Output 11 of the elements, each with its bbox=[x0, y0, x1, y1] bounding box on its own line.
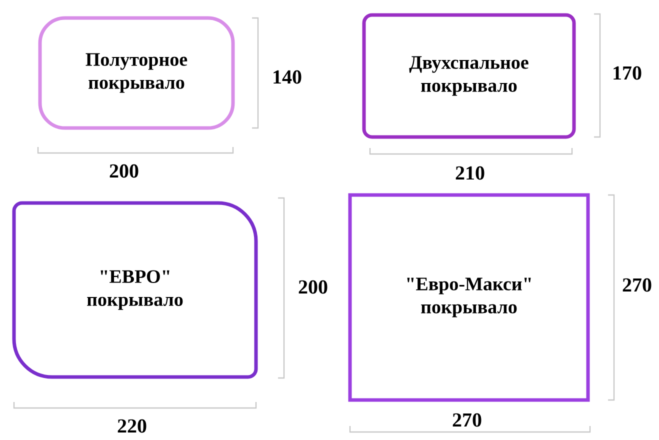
dimension-label: 200 bbox=[110, 164, 138, 178]
dimension-label: 270 bbox=[622, 278, 652, 292]
rounded-box: "Евро-Макси" покрывало bbox=[348, 193, 590, 402]
dimension-label: 140 bbox=[274, 70, 302, 84]
dimension-label: 200 bbox=[298, 280, 328, 294]
rounded-box: "ЕВРО" покрывало bbox=[12, 201, 258, 379]
rounded-box: Двухспальное покрывало bbox=[362, 13, 576, 139]
dimension-label: 220 bbox=[118, 419, 146, 433]
dimension-label: 210 bbox=[456, 166, 484, 180]
dimension-label: 170 bbox=[614, 66, 642, 80]
rounded-box: Полуторное покрывало bbox=[38, 16, 235, 130]
